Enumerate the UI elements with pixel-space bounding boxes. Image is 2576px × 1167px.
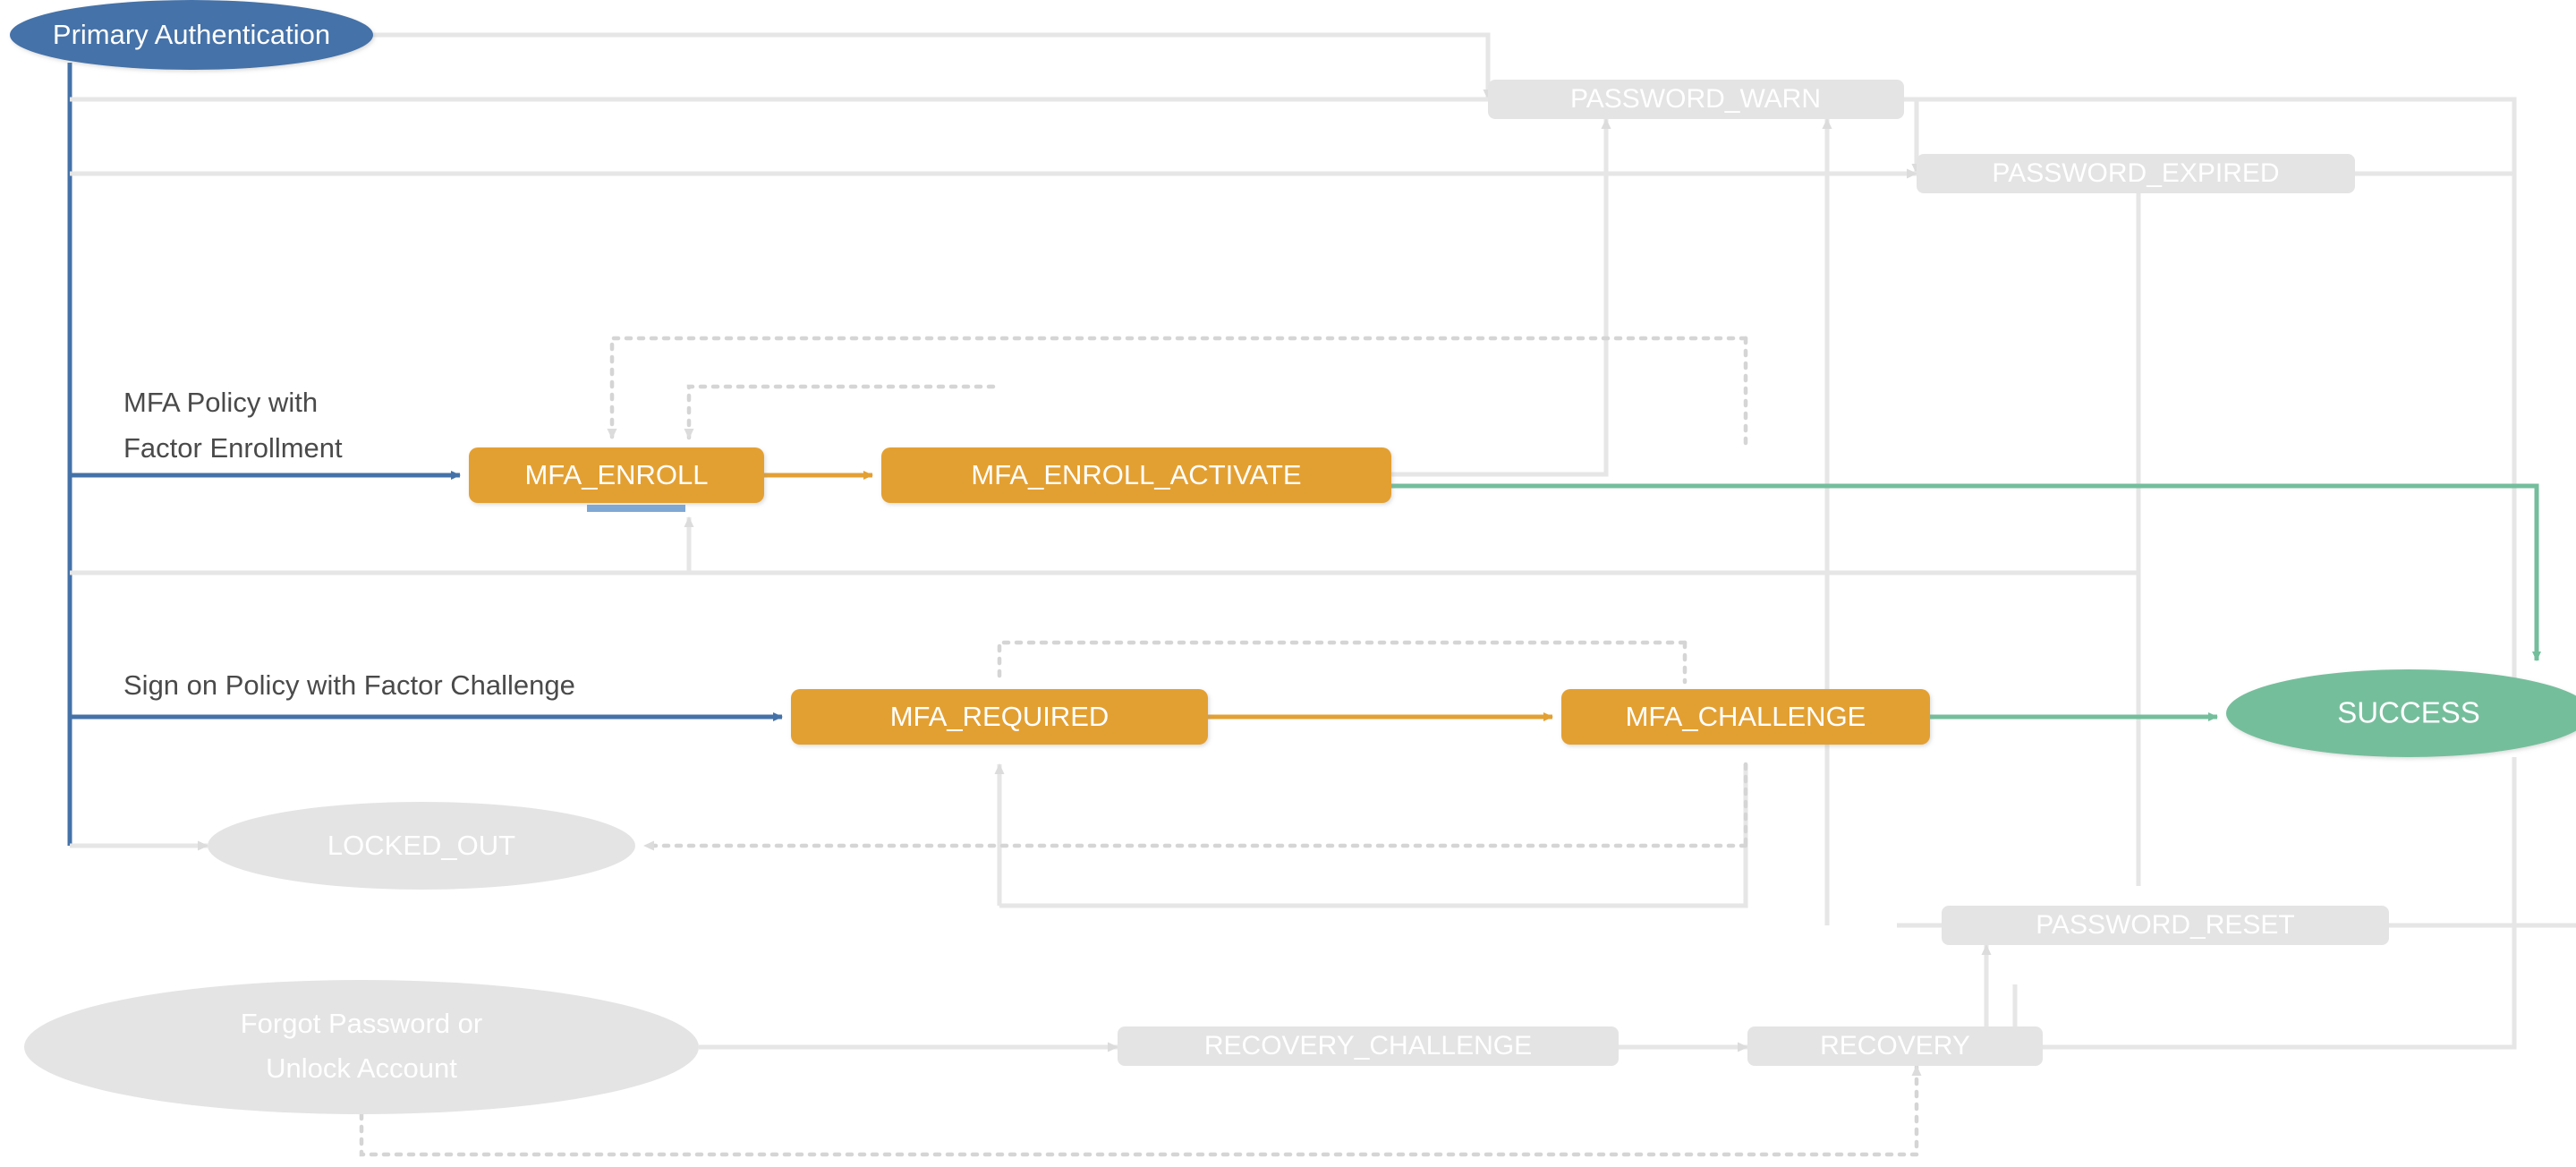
edge-mfa-challenge-back [999,764,1748,908]
edge-dotted-forgot-to-recovery [359,1063,1922,1157]
mfa-enroll-activate-shape [881,447,1391,503]
green-edge-layer [1391,483,2541,721]
success-label: SUCCESS [2337,696,2480,729]
mfa-enroll-label: MFA_ENROLL [524,459,708,490]
password-expired-label: PASSWORD_EXPIRED [1992,158,2279,188]
node-primary-authentication[interactable]: Primary Authentication [10,0,373,70]
password-reset-label: PASSWORD_RESET [2036,910,2295,940]
primary-authentication-shape [10,0,373,70]
mfa-enroll-blue-underline [587,505,685,512]
forgot-password-label-line2: Unlock Account [266,1052,457,1084]
mfa-challenge-shape [1561,689,1930,745]
node-forgot-password[interactable]: Forgot Password or Unlock Account [24,980,699,1114]
recovery-challenge-shape [1118,1026,1619,1066]
sign-on-policy-label: Sign on Policy with Factor Challenge [123,669,575,701]
node-mfa-enroll[interactable]: MFA_ENROLL [469,447,764,503]
edge-activate-to-success [1391,483,2541,661]
node-success[interactable]: SUCCESS [2226,669,2576,757]
mfa-enroll-shape [469,447,764,503]
blue-edge-layer [70,471,783,721]
node-password-expired[interactable]: PASSWORD_EXPIRED [1917,154,2355,193]
mfa-enroll-activate-label: MFA_ENROLL_ACTIVATE [971,459,1301,490]
dotted-edge-layer [359,336,1922,1157]
success-shape [2226,669,2576,757]
mfa-policy-label-line1: MFA Policy with [123,387,318,418]
edge-riser-warn-left-tail [1391,268,1609,477]
edge-label-mfa-policy: MFA Policy with Factor Enrollment [123,387,343,464]
mfa-required-shape [791,689,1208,745]
recovery-challenge-label: RECOVERY_CHALLENGE [1204,1031,1532,1061]
node-password-warn[interactable]: PASSWORD_WARN [1488,80,1904,119]
locked-out-shape [208,802,635,890]
node-mfa-required[interactable]: MFA_REQUIRED [791,689,1208,745]
password-reset-shape [1942,906,2389,945]
password-warn-shape [1488,80,1904,119]
edge-dotted-enroll-loop-inner [684,384,996,441]
mfa-challenge-label: MFA_CHALLENGE [1626,701,1866,732]
locked-out-label: LOCKED_OUT [327,830,515,861]
password-expired-shape [1917,154,2355,193]
node-recovery[interactable]: RECOVERY [1747,1026,2043,1066]
recovery-label: RECOVERY [1820,1031,1970,1061]
recovery-shape [1747,1026,2043,1066]
node-password-reset[interactable]: PASSWORD_RESET [1942,906,2389,945]
edge-dotted-mfa-required-loop [997,640,1688,685]
forgot-password-shape [24,980,699,1114]
mfa-required-label: MFA_REQUIRED [890,701,1109,732]
node-mfa-enroll-activate[interactable]: MFA_ENROLL_ACTIVATE [881,447,1391,503]
password-warn-label: PASSWORD_WARN [1570,84,1821,114]
edge-label-sign-on-policy: Sign on Policy with Factor Challenge [123,669,575,701]
node-recovery-challenge[interactable]: RECOVERY_CHALLENGE [1118,1026,1619,1066]
node-mfa-challenge[interactable]: MFA_CHALLENGE [1561,689,1930,745]
edge-recovery-right [2043,757,2517,1050]
mfa-policy-label-line2: Factor Enrollment [123,432,343,464]
edge-primary-to-password-warn [370,32,1493,100]
edge-dotted-enroll-loop-outer [607,336,1748,441]
faded-edge-layer [67,32,2576,1052]
primary-authentication-label: Primary Authentication [53,19,330,50]
node-locked-out[interactable]: LOCKED_OUT [208,802,635,890]
orange-edge-layer [764,471,1553,721]
forgot-password-label-line1: Forgot Password or [241,1008,483,1039]
